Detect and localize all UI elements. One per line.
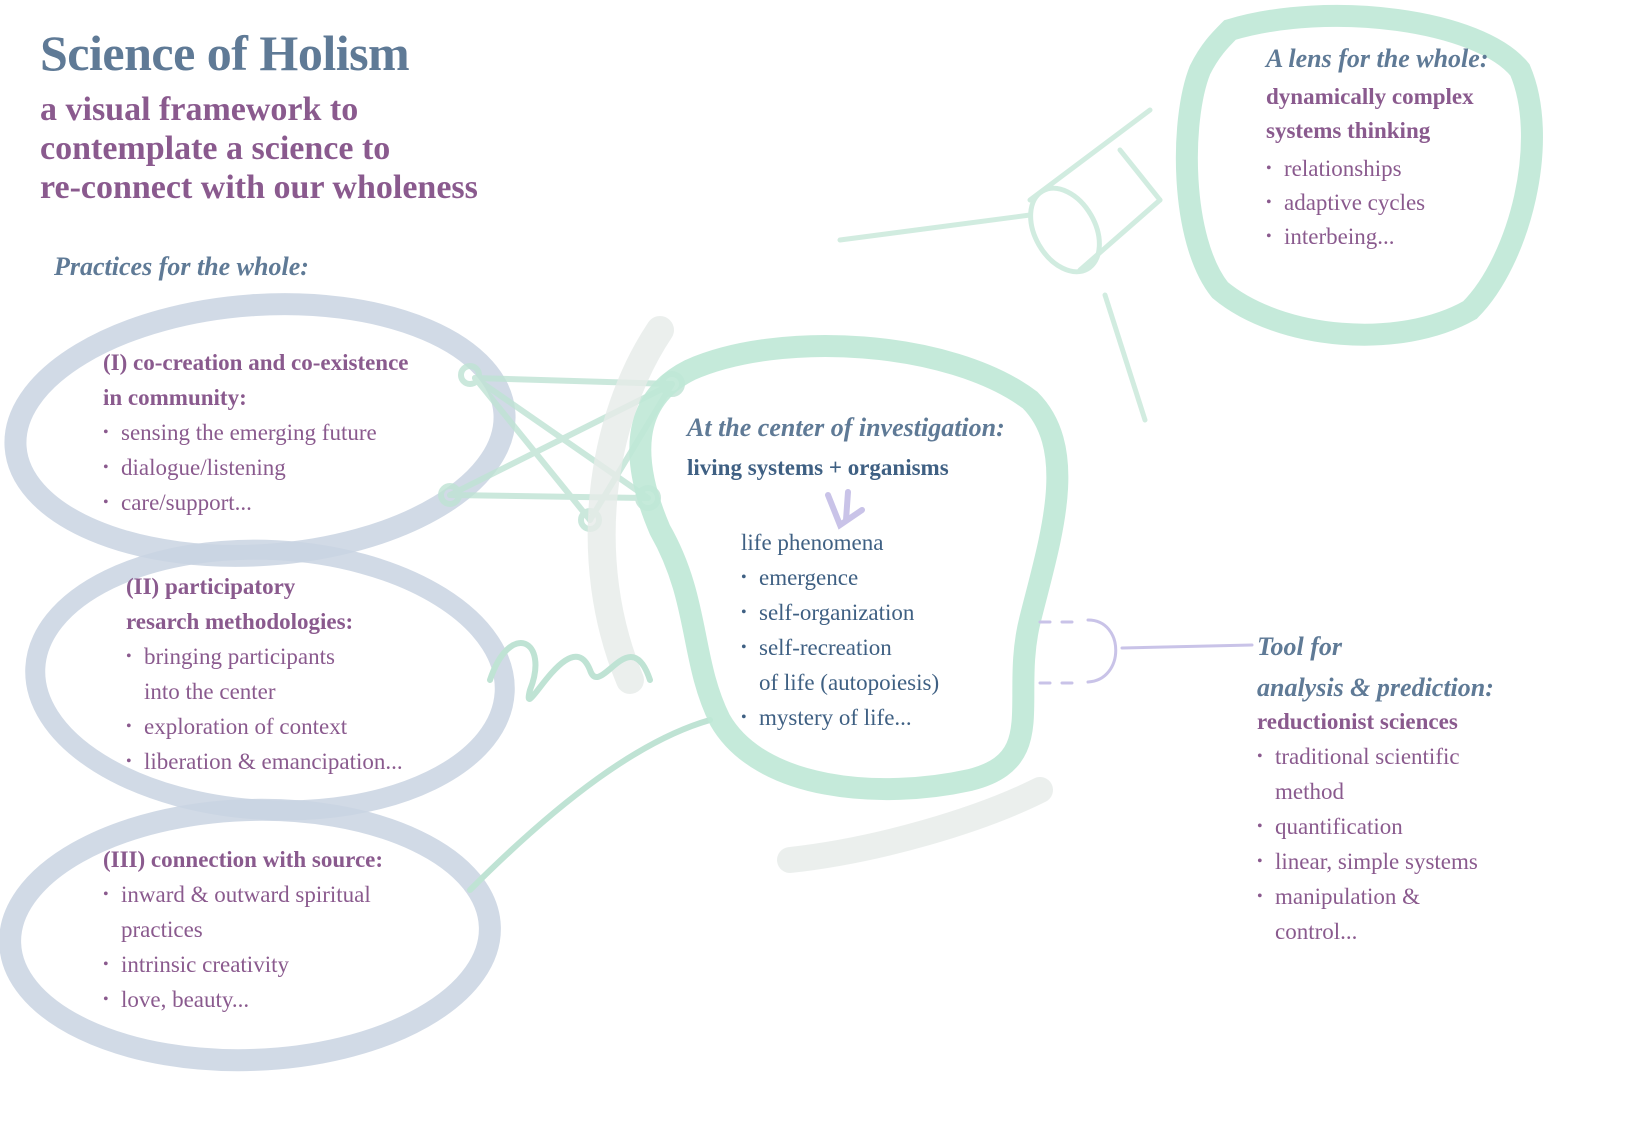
list-item: dialogue/listening xyxy=(103,450,409,485)
arrow-down-icon xyxy=(825,489,865,530)
list-item: exploration of context xyxy=(126,709,403,744)
list-item: relationships xyxy=(1266,152,1474,186)
center-blob xyxy=(629,335,1069,801)
practice1-heading: in community: xyxy=(103,385,247,410)
list-item-continuation: practices xyxy=(121,917,203,942)
list-item: emergence xyxy=(741,560,939,595)
practices-heading: Practices for the whole: xyxy=(54,252,309,281)
subtitle-line: contemplate a science to xyxy=(40,130,391,167)
list-item: quantification xyxy=(1257,809,1478,844)
practice2-heading: (II) participatory xyxy=(126,574,296,599)
connector-line xyxy=(467,717,713,893)
page-title: Science of Holism xyxy=(40,25,410,81)
subtitle: a visual framework to contemplate a scie… xyxy=(40,90,478,207)
tool-block: reductionist sciences traditional scient… xyxy=(1257,704,1478,949)
tool-heading-line: analysis & prediction: xyxy=(1257,673,1494,702)
practice2-block: (II) participatory resarch methodologies… xyxy=(126,569,403,779)
subtitle-line: a visual framework to xyxy=(40,91,359,128)
list-item: love, beauty... xyxy=(103,982,383,1017)
practice3-block: (III) connection with source: inward & o… xyxy=(103,842,383,1017)
list-item-continuation: into the center xyxy=(144,679,276,704)
lens-heading: A lens for the whole: xyxy=(1266,44,1489,73)
list-item: sensing the emerging future xyxy=(103,415,409,450)
list-item: mystery of life... xyxy=(741,700,939,735)
bottom-smudge xyxy=(777,777,1053,873)
list-item: liberation & emancipation... xyxy=(126,744,403,779)
practice2-heading: resarch methodologies: xyxy=(126,609,354,634)
list-item: adaptive cycles xyxy=(1266,186,1474,220)
list-item: interbeing... xyxy=(1266,220,1474,254)
tool-heading: Tool for analysis & prediction: xyxy=(1257,626,1494,708)
lens-block: dynamically complex systems thinking rel… xyxy=(1266,80,1474,254)
center-subheading: living systems + organisms xyxy=(687,455,949,480)
tool-subheading: reductionist sciences xyxy=(1257,709,1458,734)
spiral-stroke xyxy=(487,640,653,702)
list-item: linear, simple systems xyxy=(1257,844,1478,879)
list-item-continuation: method xyxy=(1275,779,1344,804)
subtitle-line: re-connect with our wholeness xyxy=(40,169,478,206)
practice3-loop xyxy=(0,798,501,1072)
center-heading: At the center of investigation: xyxy=(687,413,1005,442)
practice1-block: (I) co-creation and co-existence in comm… xyxy=(103,345,409,520)
practice3-heading: (III) connection with source: xyxy=(103,847,384,872)
list-item: manipulation & xyxy=(1257,879,1478,914)
list-item: self-recreation xyxy=(741,630,939,665)
bracket-connector xyxy=(1038,618,1254,685)
lens-blob xyxy=(1175,4,1543,346)
lens-subheading: dynamically complex xyxy=(1266,84,1474,109)
list-item-continuation: of life (autopoiesis) xyxy=(759,670,940,695)
list-item: self-organization xyxy=(741,595,939,630)
gray-stroke xyxy=(587,316,674,694)
practice1-heading: (I) co-creation and co-existence xyxy=(103,350,409,375)
telescope-icon xyxy=(837,107,1163,423)
list-item: care/support... xyxy=(103,485,409,520)
center-block: life phenomena emergence self-organizati… xyxy=(741,525,939,735)
list-item: intrinsic creativity xyxy=(103,947,383,982)
phenomena-label: life phenomena xyxy=(741,530,884,555)
list-item: bringing participants xyxy=(126,639,403,674)
list-item: inward & outward spiritual xyxy=(103,877,383,912)
list-item-continuation: control... xyxy=(1275,919,1358,944)
lens-subheading: systems thinking xyxy=(1266,118,1431,143)
list-item: traditional scientific xyxy=(1257,739,1478,774)
tool-heading-line: Tool for xyxy=(1257,632,1342,661)
